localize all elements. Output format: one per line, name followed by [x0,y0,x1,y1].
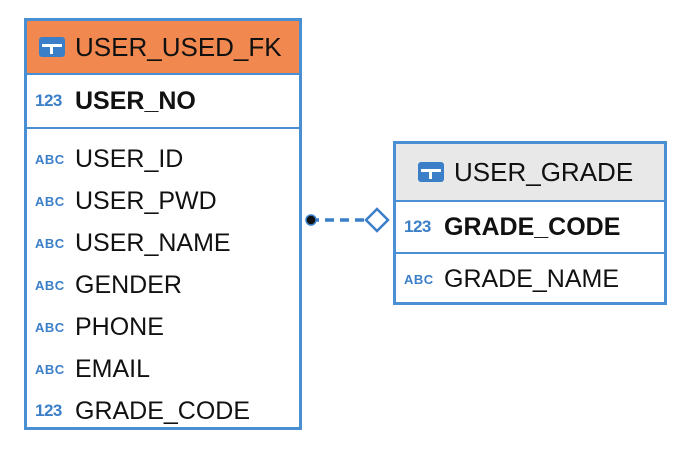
column-name: USER_ID [75,144,184,173]
column-row[interactable]: ABC GENDER [35,264,299,306]
primary-key-section: 123 GRADE_CODE [396,202,664,254]
column-row[interactable]: ABC EMAIL [35,348,299,390]
primary-key-section: 123 USER_NO [27,75,299,129]
column-name: USER_PWD [75,186,217,215]
column-name: GRADE_CODE [444,212,621,241]
table-icon [418,162,444,182]
text-type-icon: ABC [35,361,65,377]
column-row[interactable]: ABC PHONE [35,306,299,348]
text-type-icon: ABC [35,235,65,251]
filled-dot-end-icon [305,214,317,226]
table-icon [39,37,65,57]
column-name: EMAIL [75,354,151,383]
column-row[interactable]: 123 GRADE_CODE [404,202,620,252]
text-type-icon: ABC [35,151,65,167]
hollow-diamond-end-icon [364,207,390,233]
column-name: GRADE_NAME [444,264,620,293]
numeric-type-icon: 123 [404,217,431,236]
column-name: GRADE_CODE [75,396,251,425]
column-row[interactable]: ABC USER_ID [35,138,299,180]
column-list: ABC USER_ID ABC USER_PWD ABC USER_NAME A… [27,129,299,432]
entity-title: USER_USED_FK [75,31,282,62]
text-type-icon: ABC [35,193,65,209]
entity-user-grade[interactable]: USER_GRADE 123 GRADE_CODE ABC GRADE_NAME [393,141,667,305]
column-name: USER_NO [75,86,196,115]
text-type-icon: ABC [404,271,434,287]
column-row[interactable]: 123 USER_NO [35,75,196,127]
column-list: ABC GRADE_NAME [396,254,664,304]
column-row[interactable]: ABC GRADE_NAME [404,254,664,304]
column-name: PHONE [75,312,164,341]
column-row[interactable]: 123 GRADE_CODE [35,390,299,432]
entity-header[interactable]: USER_GRADE [396,144,664,202]
numeric-type-icon: 123 [35,91,62,110]
column-name: USER_NAME [75,228,231,257]
entity-user-used-fk[interactable]: USER_USED_FK 123 USER_NO ABC USER_ID ABC… [24,18,302,430]
text-type-icon: ABC [35,277,65,293]
entity-title: USER_GRADE [454,156,634,187]
column-row[interactable]: ABC USER_NAME [35,222,299,264]
entity-header[interactable]: USER_USED_FK [27,21,299,75]
column-row[interactable]: ABC USER_PWD [35,180,299,222]
numeric-type-icon: 123 [35,401,62,420]
column-name: GENDER [75,270,182,299]
text-type-icon: ABC [35,319,65,335]
